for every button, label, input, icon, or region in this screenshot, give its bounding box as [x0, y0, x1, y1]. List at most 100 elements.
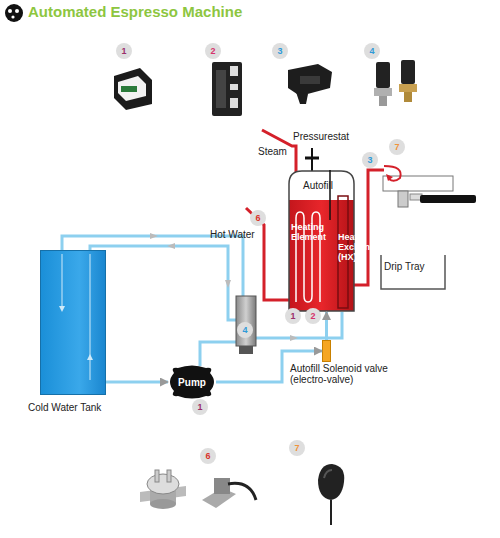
- connector-photo: [288, 64, 332, 96]
- relay-photo: [118, 76, 146, 101]
- ssr-module-photo: [212, 62, 242, 116]
- part-label: Drip Tray: [384, 261, 444, 272]
- flow-arrows: [150, 233, 158, 239]
- tank-flow-line: [62, 254, 63, 310]
- text-label: Steam: [258, 146, 287, 157]
- thermostat-photo: [167, 470, 171, 482]
- tank-body: [41, 251, 106, 395]
- callout-number: 4: [237, 322, 253, 338]
- water-pipe: [216, 351, 322, 382]
- ssr-module-photo: [212, 62, 242, 116]
- callout-number: 7: [289, 440, 305, 456]
- ssr-module-photo: [230, 98, 238, 108]
- part-label: Pump: [168, 377, 216, 388]
- title-icon: [15, 9, 19, 13]
- thermostat-photo: [150, 499, 176, 509]
- group-head: [383, 176, 453, 191]
- pressure-sensor-photo: [401, 60, 415, 84]
- thermostat-photo: [214, 478, 230, 494]
- pressurestat-symbol: [311, 148, 313, 172]
- flow-arrows: [290, 335, 298, 341]
- part-label: Autofill Solenoid valve (electro-valve): [290, 363, 394, 385]
- pressure-sensor-photo: [379, 96, 387, 106]
- text-label: Autofill: [303, 180, 333, 191]
- callout-number: 3: [362, 152, 378, 168]
- water-pipe: [106, 381, 168, 384]
- connector-photo: [288, 64, 332, 104]
- group-head: [384, 166, 401, 181]
- text-label: Hot Water: [210, 229, 255, 240]
- text-label: Pressurestat: [293, 131, 349, 142]
- drip-tray: Drip Tray: [380, 255, 446, 290]
- group-head: [383, 166, 476, 207]
- tray-outline: [380, 255, 446, 290]
- group-head: [386, 174, 393, 181]
- flow-arrows: [225, 280, 231, 288]
- pressure-sensor-photo: [374, 60, 417, 106]
- ssr-module-photo: [216, 70, 226, 108]
- thermostat-photo: [140, 470, 186, 509]
- tank-flow-arrow: [59, 306, 65, 312]
- part-label: Heating Element: [291, 222, 335, 242]
- pressure-sensor-photo: [404, 92, 412, 102]
- thermostat-photo: [155, 470, 159, 482]
- hot-pipes: [353, 170, 384, 285]
- boiler: Heating ElementHeat Exchanger (HX): [288, 170, 355, 312]
- solenoid-valve: Autofill Solenoid valve (electro-valve): [322, 340, 331, 362]
- thermostat-photo: [147, 474, 179, 494]
- title-icon: [11, 15, 14, 18]
- part-label: Heat Exchanger (HX): [338, 232, 390, 262]
- callout-number: 4: [364, 43, 380, 59]
- relay-photo: [114, 68, 152, 110]
- pressure-sensor: [239, 346, 253, 354]
- callout-number: 3: [272, 43, 288, 59]
- flow-arrows: [167, 243, 175, 249]
- callout-number: 6: [250, 210, 266, 226]
- pressurestat-symbol: [305, 148, 319, 172]
- ssr-module-photo: [230, 66, 238, 76]
- thermostat-photo: [202, 478, 256, 508]
- temperature-sensor-photo: [318, 464, 344, 500]
- pressurestat-symbol: [305, 157, 319, 160]
- group-head: [398, 191, 408, 207]
- relay-photo: [114, 68, 152, 110]
- callout-number: 1: [116, 43, 132, 59]
- title-icon: [5, 4, 23, 22]
- callout-number: 2: [205, 43, 221, 59]
- temperature-sensor-photo: [324, 470, 332, 478]
- ssr-module-photo: [230, 84, 238, 90]
- valve-outline: [322, 340, 331, 362]
- pump: Pump: [168, 365, 216, 399]
- callout-number: 7: [389, 139, 405, 155]
- flow-arrows: [150, 233, 298, 341]
- callout-number: 6: [200, 448, 216, 464]
- connector-photo: [300, 76, 320, 84]
- cold-pipes: [200, 342, 236, 366]
- pressure-sensor: [236, 296, 256, 354]
- cold-pipes: [90, 246, 236, 320]
- thermostat-photo: [228, 483, 256, 500]
- temperature-sensor-photo: [330, 500, 332, 525]
- water-pipe: [325, 312, 328, 340]
- title-icon: [5, 4, 23, 22]
- water-tank: Cold Water Tank: [40, 250, 106, 395]
- relay-photo: [121, 86, 137, 92]
- pressure-sensor-photo: [399, 84, 417, 92]
- group-head: [420, 195, 476, 203]
- connector-photo: [296, 92, 308, 104]
- valve-body: [323, 341, 331, 362]
- tank-flow-line: [90, 254, 91, 380]
- autofill-probe: [329, 170, 331, 220]
- tank-flow-arrow: [87, 354, 93, 360]
- diagram-title: Automated Espresso Machine: [28, 3, 242, 21]
- callout-number: 1: [285, 308, 301, 324]
- hot-pipes: [246, 208, 290, 300]
- pressure-sensor: [236, 296, 256, 346]
- temperature-sensor-photo: [318, 464, 344, 525]
- pressure-sensor-photo: [374, 88, 392, 96]
- callout-number: 1: [192, 399, 208, 415]
- part-label: Cold Water Tank: [28, 402, 128, 413]
- tank-outline: [40, 250, 106, 395]
